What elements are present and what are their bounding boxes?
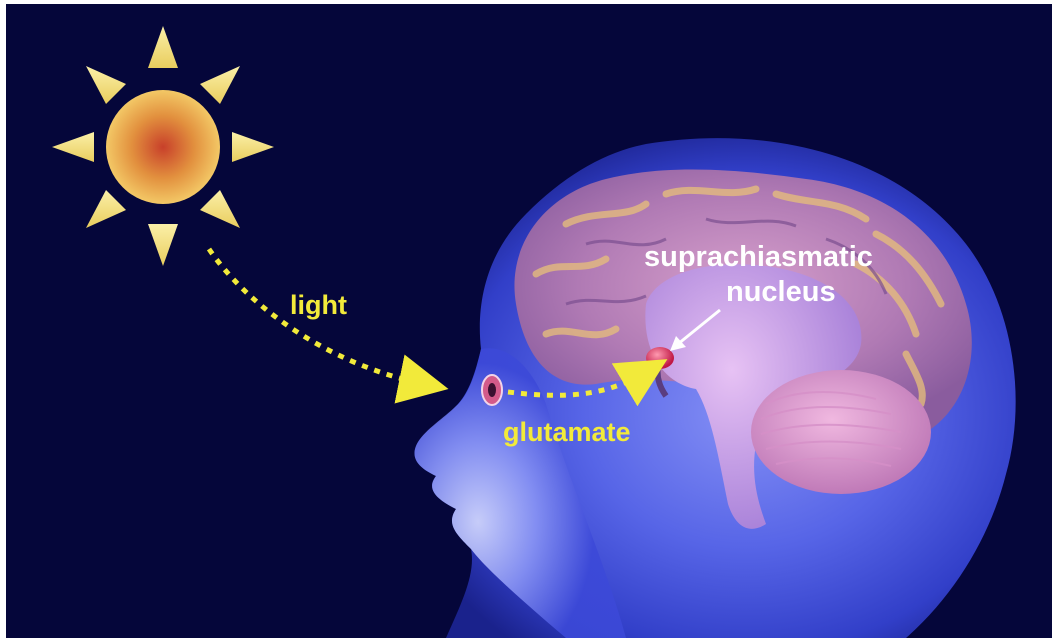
scn-label-line2: nucleus [726,276,836,308]
sun-icon [52,26,274,266]
scn-label-line1: suprachiasmatic [644,241,873,273]
glutamate-label: glutamate [503,417,631,447]
nucleus-pointer-arrowhead [670,336,686,351]
diagram-svg: light glutamate suprachiasmatic nucleus [52,26,1016,638]
nucleus-pointer-arrow [677,308,721,346]
light-label: light [290,290,347,320]
eye-icon [481,374,503,406]
light-arrow [206,247,449,404]
diagram-canvas: light glutamate suprachiasmatic nucleus [6,4,1052,638]
